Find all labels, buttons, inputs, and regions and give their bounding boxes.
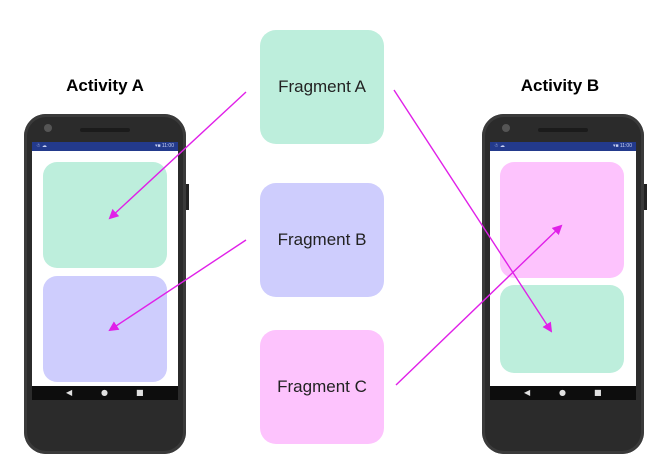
status-icons-left: ☃ ☁ <box>36 143 47 149</box>
back-icon[interactable]: ◀ <box>524 388 531 397</box>
phone-activity-a: ☃ ☁ ▾■ 11:00 ◀ ● ■ <box>24 114 189 454</box>
speaker-grille <box>80 128 130 132</box>
activity-a-title: Activity A <box>66 76 144 95</box>
nav-bar: ◀ ● ■ <box>490 386 636 400</box>
activity-a-screen: ☃ ☁ ▾■ 11:00 <box>32 142 178 400</box>
fragment-a-box: Fragment A <box>260 30 384 144</box>
fragment-b-box: Fragment B <box>260 183 384 297</box>
recents-icon[interactable]: ■ <box>136 388 144 397</box>
recents-icon[interactable]: ■ <box>594 388 602 397</box>
status-icons-left: ☃ ☁ <box>494 143 505 149</box>
back-icon[interactable]: ◀ <box>66 388 73 397</box>
arrow-fragment-a-to-activity-a <box>108 91 247 220</box>
status-icons-right: ▾■ 11:00 <box>612 143 632 149</box>
arrow-fragment-a-to-activity-b <box>393 89 553 333</box>
camera-icon <box>44 124 52 132</box>
fragment-c-box: Fragment C <box>260 330 384 444</box>
status-bar: ☃ ☁ ▾■ 11:00 <box>490 142 636 151</box>
slot-fragment-a <box>500 285 624 373</box>
fragment-c-label: Fragment C <box>277 377 367 396</box>
activity-b-title: Activity B <box>520 76 600 95</box>
fragment-a-label: Fragment A <box>278 77 366 96</box>
status-icons-right: ▾■ 11:00 <box>154 143 174 149</box>
speaker-grille <box>538 128 588 132</box>
slot-fragment-a <box>43 162 167 268</box>
camera-icon <box>502 124 510 132</box>
power-button <box>644 184 647 210</box>
home-icon[interactable]: ● <box>559 388 566 397</box>
nav-bar: ◀ ● ■ <box>32 386 178 400</box>
home-icon[interactable]: ● <box>101 388 108 397</box>
status-bar: ☃ ☁ ▾■ 11:00 <box>32 142 178 151</box>
arrow-fragment-c-to-activity-b <box>395 224 563 386</box>
slot-fragment-c <box>500 162 624 278</box>
slot-fragment-b <box>43 276 167 382</box>
arrow-fragment-b-to-activity-a <box>108 239 247 332</box>
fragment-b-label: Fragment B <box>277 230 367 249</box>
power-button <box>186 184 189 210</box>
